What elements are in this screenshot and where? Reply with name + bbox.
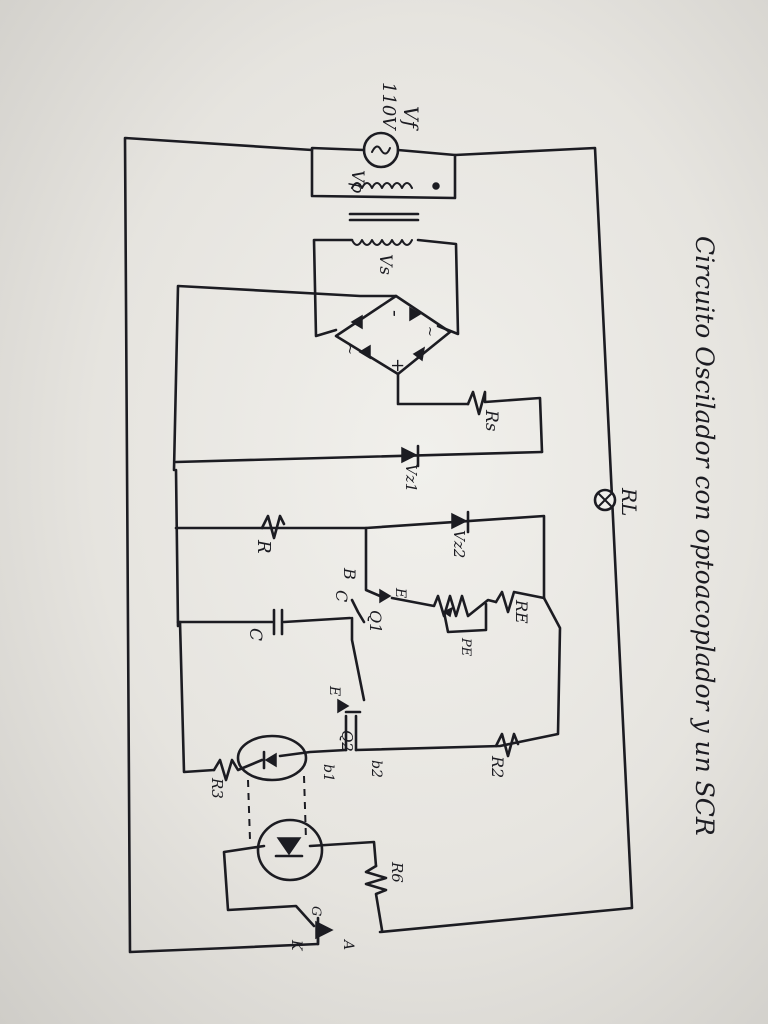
label-q2-e: E [326, 685, 342, 696]
label-vf: Vf [399, 106, 423, 131]
label-scr-g: G [308, 906, 323, 916]
label-b1: b1 [320, 764, 336, 782]
label-re: RE [512, 599, 531, 624]
label-vz1: Vz1 [402, 464, 420, 492]
label-vz2: Vz2 [450, 530, 468, 558]
label-vs: Vs [375, 254, 395, 275]
resistor-r2 [494, 732, 520, 758]
label-q1-b: B [340, 567, 359, 580]
label-bridge-minus: - [384, 310, 408, 317]
transformer [312, 182, 460, 338]
label-r3: R3 [208, 777, 226, 799]
resistor-re [494, 590, 546, 614]
label-b2: b2 [368, 760, 384, 778]
q1-network [176, 526, 498, 702]
label-q1: Q1 [366, 610, 385, 633]
resistor-r [260, 514, 286, 540]
label-pe: PE [458, 637, 473, 657]
q2-ujt [178, 596, 562, 774]
label-capacitor: C [245, 628, 265, 641]
label-scr-a: A [340, 938, 356, 950]
label-q2: Q2 [338, 730, 356, 752]
resistor-rs [466, 390, 544, 454]
scr-gate-circuit [222, 840, 388, 946]
optocoupler [212, 734, 324, 882]
label-r6: R6 [388, 861, 406, 883]
label-r: R [253, 539, 274, 554]
label-110v: 110V [378, 82, 399, 131]
label-q1-e: E [392, 587, 408, 598]
label-bridge-plus: + [387, 358, 408, 373]
title-text: Circuito Oscilador con optoacoplador y u… [690, 236, 719, 836]
label-q1-c: C [332, 590, 351, 602]
label-r2: R2 [488, 755, 507, 778]
label-bridge-ac-left: ~ [342, 344, 357, 355]
ac-source [310, 131, 457, 200]
label-scr-k: K [288, 939, 304, 952]
bridge-rectifier [172, 284, 470, 472]
label-rs: Rs [481, 409, 501, 432]
label-bridge-ac-right: ~ [422, 326, 437, 337]
zener-vz2 [174, 468, 546, 628]
right-rail-wire [378, 146, 634, 934]
label-vp: Vp [347, 170, 367, 193]
outer-loop-wire [123, 136, 320, 954]
lamp-rl [593, 488, 617, 512]
zener-vz1 [174, 444, 544, 468]
label-rl: RL [617, 487, 641, 516]
